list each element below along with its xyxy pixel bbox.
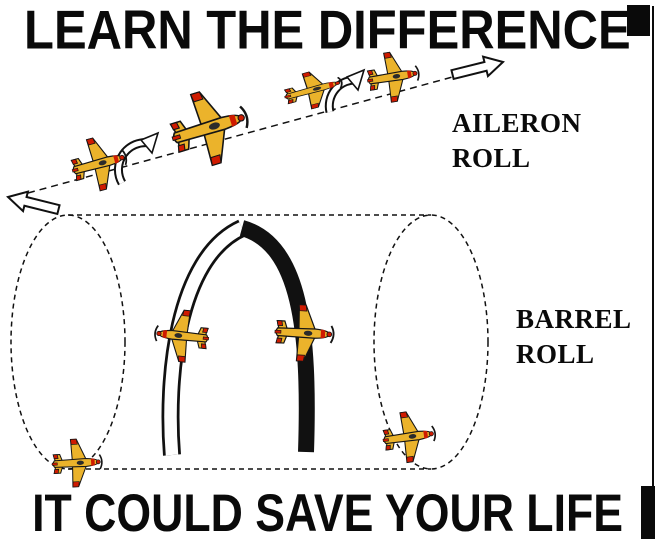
aileron-roll-diagram bbox=[6, 47, 505, 216]
bottom-banner-text: IT COULD SAVE YOUR LIFE bbox=[32, 483, 623, 543]
helix-ribbon bbox=[161, 219, 315, 456]
barrel-roll-diagram bbox=[10, 214, 489, 489]
airplane-icon bbox=[151, 306, 213, 366]
barrel-roll-label: BARREL ROLL bbox=[516, 304, 632, 370]
airplane-icon bbox=[50, 437, 104, 489]
outline-arrow-icon bbox=[6, 190, 61, 216]
right-edge-line bbox=[652, 6, 654, 539]
top-banner-text: LEARN THE DIFFERENCE bbox=[24, 0, 631, 61]
barrel-cylinder-outline bbox=[10, 214, 489, 470]
top-right-black-block bbox=[627, 5, 650, 36]
bottom-banner: IT COULD SAVE YOUR LIFE bbox=[0, 487, 655, 539]
roll-arc-arrow-icon bbox=[324, 68, 366, 114]
airplane-icon bbox=[378, 407, 440, 467]
aileron-roll-label: AILERON ROLL bbox=[452, 108, 582, 174]
top-banner: LEARN THE DIFFERENCE bbox=[0, 3, 655, 58]
dashed-flight-path bbox=[27, 69, 479, 194]
airplane-icon bbox=[272, 302, 336, 364]
bottom-right-black-block bbox=[641, 486, 655, 539]
roll-arc-arrow-icon bbox=[114, 131, 160, 186]
airplane-icon bbox=[160, 79, 259, 176]
outline-arrow-icon bbox=[450, 55, 505, 81]
